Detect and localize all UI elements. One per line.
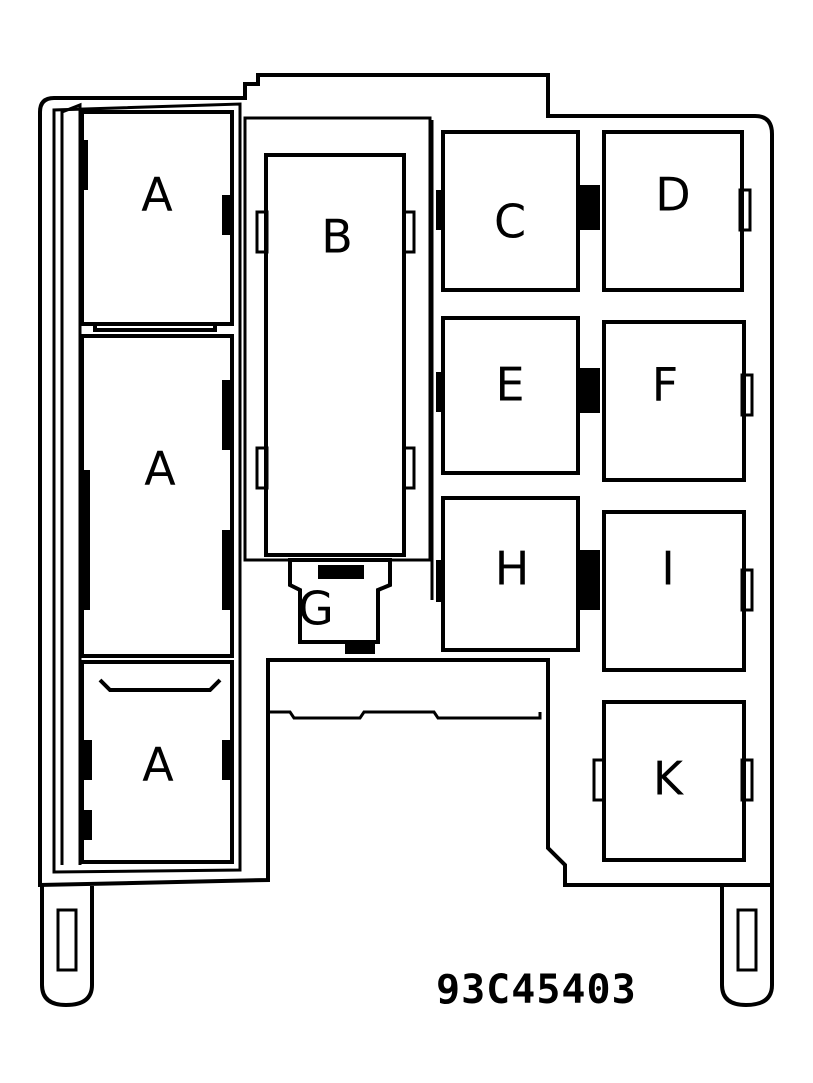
relay-a-middle-label: A xyxy=(144,442,176,496)
relay-c-clip xyxy=(578,185,600,230)
left-rail-inner xyxy=(60,102,82,865)
relay-b-label: B xyxy=(321,210,353,264)
relay-i-label: I xyxy=(661,542,675,596)
relay-a-bottom-pin xyxy=(82,810,92,840)
relay-c-clip xyxy=(436,190,444,230)
right-mount-tab xyxy=(720,886,774,1008)
relay-g-label: G xyxy=(298,582,334,636)
left-tab-slot xyxy=(56,908,78,972)
relay-a-bottom-pin xyxy=(222,740,232,780)
relay-h-label: H xyxy=(495,542,530,596)
relay-g-pin xyxy=(318,565,364,579)
relay-i-clip xyxy=(740,568,754,612)
relay-k-clip xyxy=(740,758,754,802)
relay-d-label: D xyxy=(655,168,690,222)
relay-h-clip xyxy=(578,550,600,610)
relay-a-bottom-label: A xyxy=(142,738,174,792)
left-mount-tab xyxy=(40,886,94,1008)
relay-h-clip xyxy=(436,560,444,602)
relay-a-middle-pin xyxy=(222,380,232,450)
relay-b-clip xyxy=(402,446,416,490)
relay-f-clip xyxy=(740,373,754,417)
relay-e-clip xyxy=(578,368,600,413)
left-rail xyxy=(52,102,242,874)
relay-e-clip xyxy=(436,372,444,412)
relay-d xyxy=(602,130,744,292)
center-frame xyxy=(243,116,432,562)
relay-a-bottom-pin xyxy=(82,740,92,780)
relay-a-top-pin xyxy=(82,140,88,190)
relay-k-clip xyxy=(592,758,606,802)
relay-a-middle xyxy=(80,334,234,658)
relay-a-bottom xyxy=(80,660,234,864)
relay-a-top-pin xyxy=(222,195,232,235)
relay-b-clip xyxy=(255,446,269,490)
relay-b xyxy=(264,153,406,557)
relay-c-label: C xyxy=(494,195,526,249)
relay-a-middle-pin xyxy=(82,470,90,610)
relay-f xyxy=(602,320,746,482)
relay-k-label: K xyxy=(653,752,685,806)
relay-b-clip xyxy=(402,210,416,254)
relay-g xyxy=(288,558,392,644)
relay-g-pin xyxy=(345,640,375,654)
figure-code: 93C45403 xyxy=(436,967,637,1013)
housing-outline xyxy=(38,73,774,888)
relay-a-top-label: A xyxy=(141,168,173,222)
relay-a-top-notch xyxy=(93,324,217,332)
relay-e-label: E xyxy=(495,358,524,412)
right-tab-slot xyxy=(736,908,758,972)
lower-ledge xyxy=(270,710,542,720)
relay-f-label: F xyxy=(652,358,678,412)
relay-a-bottom-notch xyxy=(98,678,222,692)
relay-b-clip xyxy=(255,210,269,254)
relay-i xyxy=(602,510,746,672)
relay-a-middle-pin xyxy=(222,530,232,610)
relay-d-clip xyxy=(738,188,752,232)
